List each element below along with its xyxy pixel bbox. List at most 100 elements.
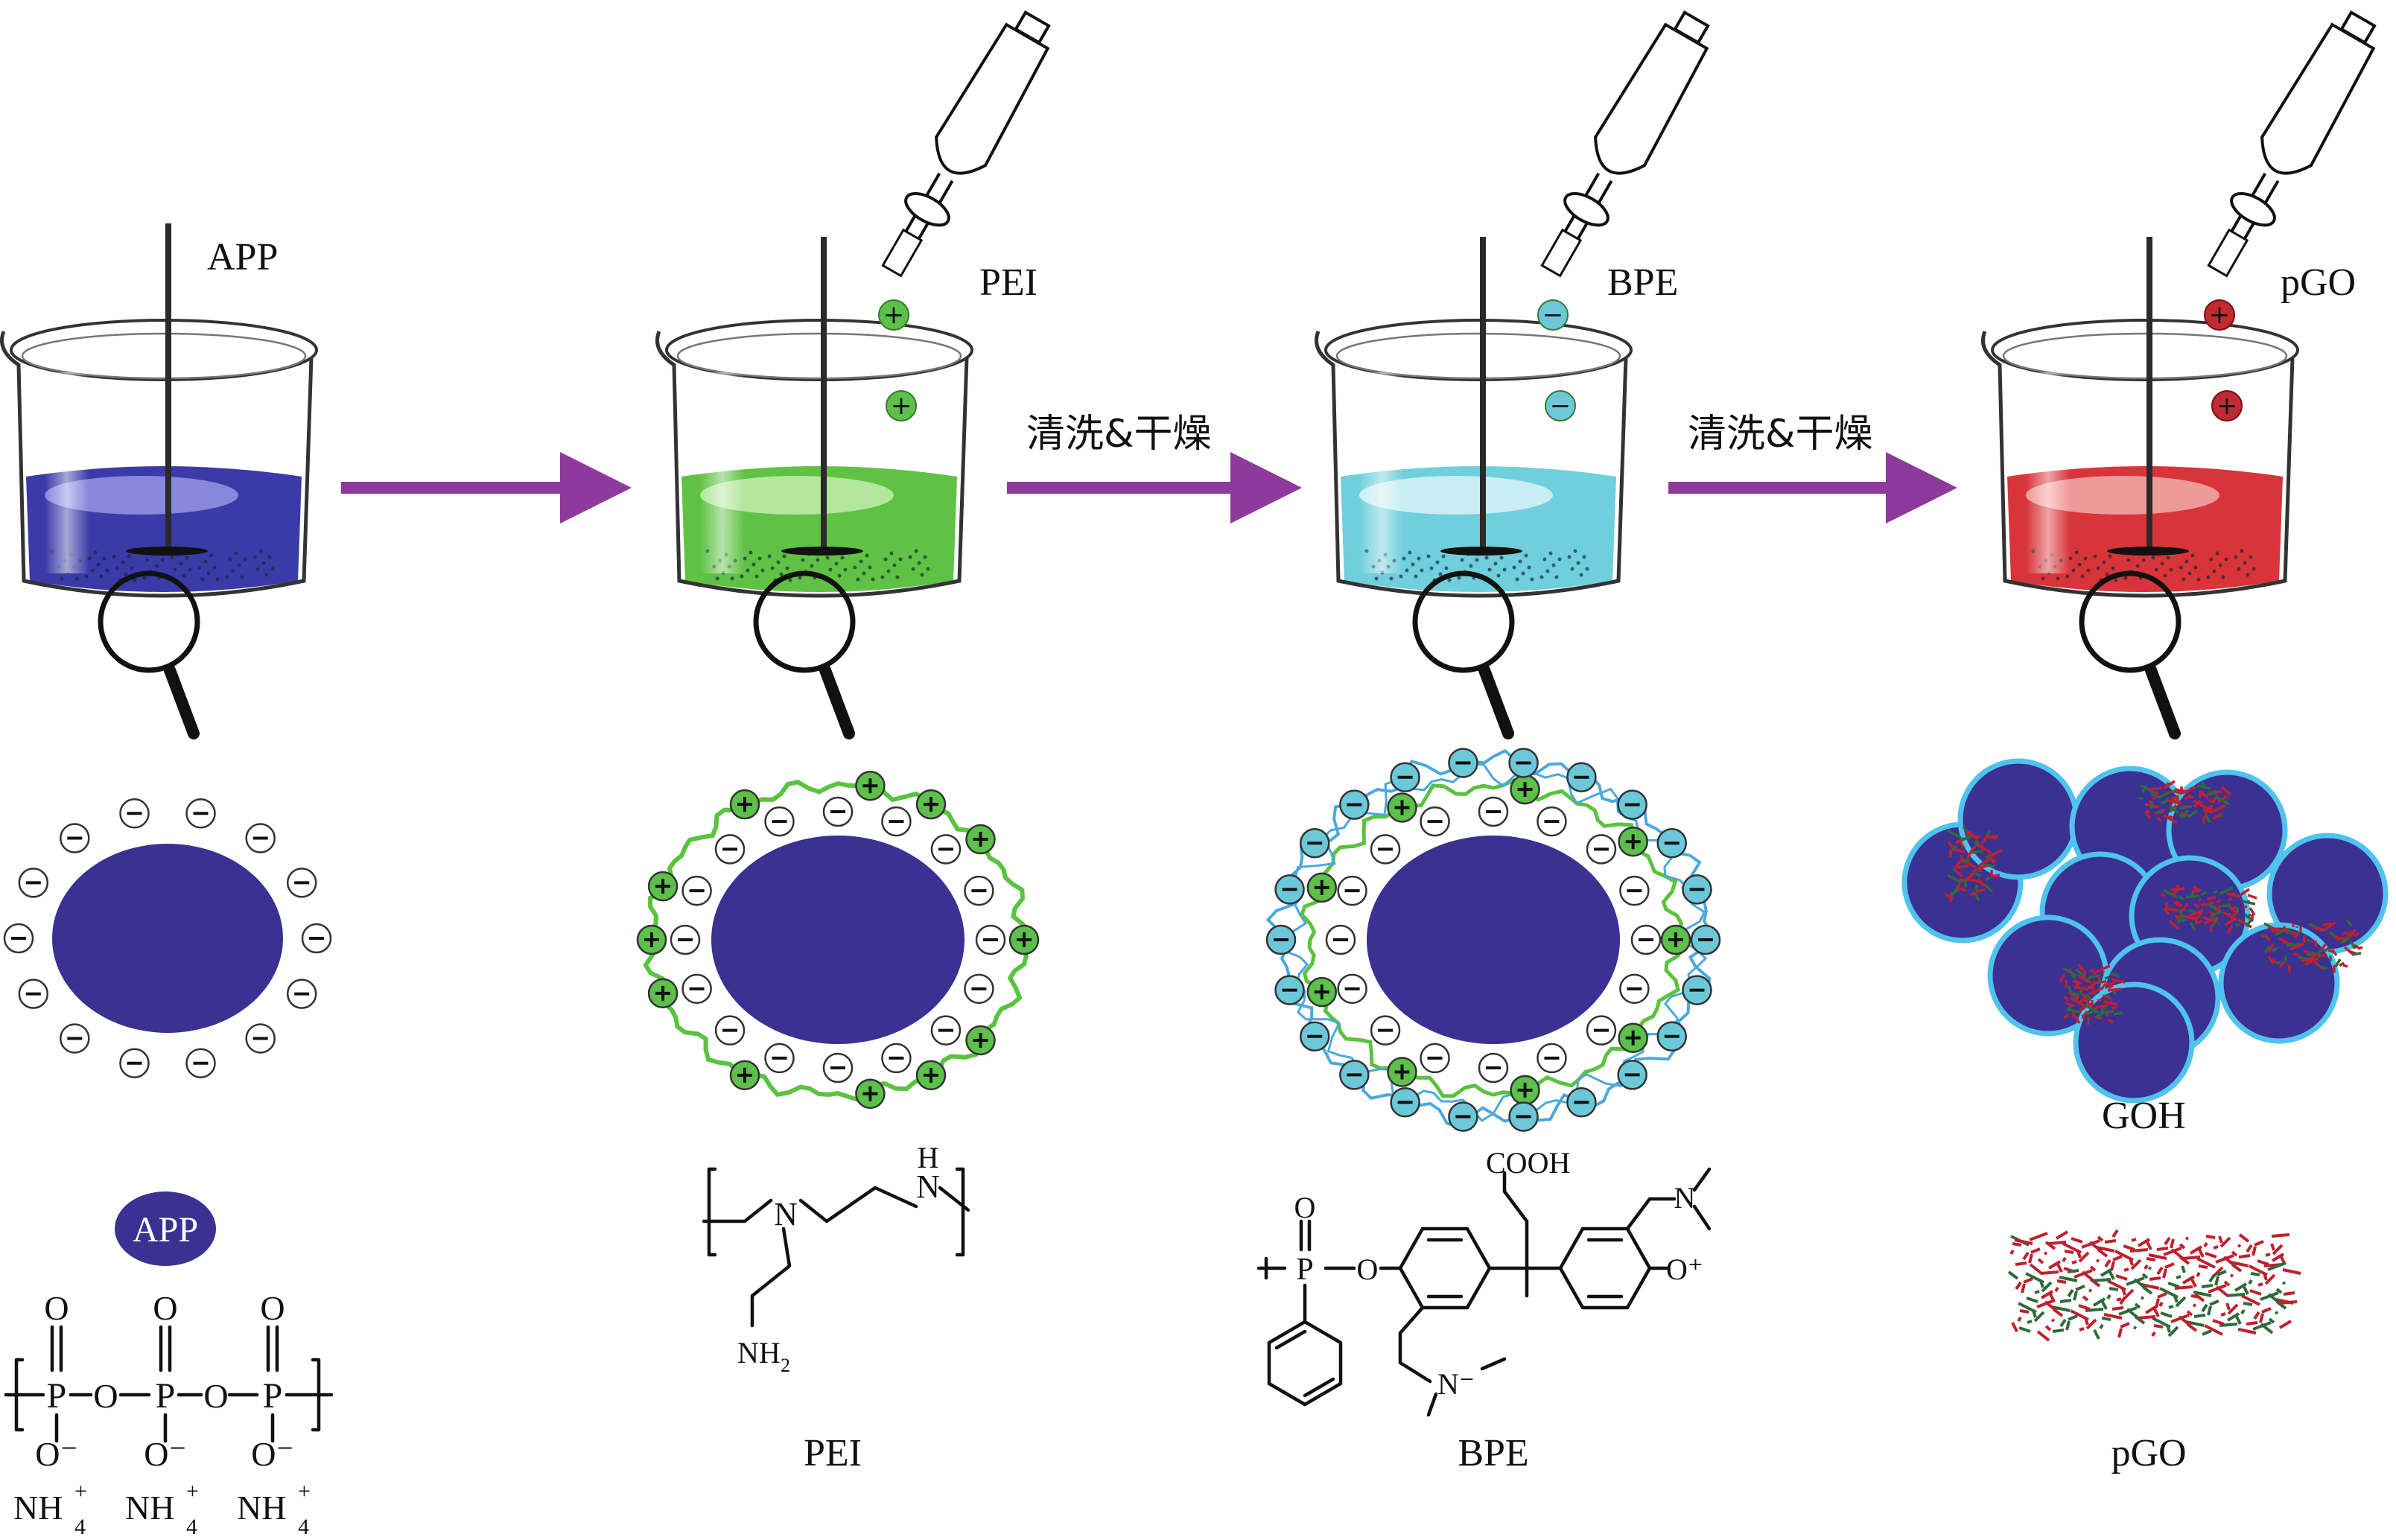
- pgo-fragment: [2059, 1299, 2072, 1303]
- sediment-dot: [173, 567, 177, 572]
- pgo-fragment: [2018, 1326, 2031, 1333]
- bpe-n: N: [1674, 1181, 1696, 1215]
- dropping-funnel-icon: [1540, 10, 1710, 278]
- app-o-minus-2: O⁻: [144, 1435, 187, 1473]
- sediment-dot: [188, 567, 192, 572]
- pgo-fragment: [2190, 1277, 2197, 1288]
- beaker-pei: ++: [655, 10, 1051, 739]
- pgo-fragment: [2205, 1252, 2217, 1259]
- funnel-tip: [1540, 228, 1583, 278]
- pgo-fragment: [2120, 1322, 2130, 1329]
- pgo-fragment: [2106, 1294, 2111, 1300]
- positive-charge-icon: [915, 789, 947, 820]
- beaker-rim-inner: [21, 332, 307, 380]
- negative-charge-icon: [822, 796, 854, 827]
- positive-charge-icon: [1387, 1057, 1417, 1087]
- bpe-n-minus: N⁻: [1437, 1367, 1475, 1401]
- sediment-dot: [715, 576, 719, 581]
- pgo-fragment: [2261, 1307, 2272, 1314]
- positive-charge-icon: [965, 824, 996, 855]
- pgo-fragment: [2047, 1241, 2067, 1245]
- negative-charge-icon: [1420, 806, 1450, 837]
- sediment-dot: [1576, 561, 1580, 565]
- sediment-dot: [1414, 574, 1418, 579]
- sediment-dot: [2096, 566, 2100, 570]
- sediment-dot: [234, 551, 238, 556]
- pgo-fragment: [2246, 1244, 2253, 1253]
- negative-charge-icon: [1370, 834, 1401, 865]
- pgo-fragment: [2012, 1242, 2022, 1247]
- sediment-dot: [74, 576, 79, 581]
- pgo-fragment: [2257, 1282, 2263, 1287]
- bpe-o-double: O: [1294, 1191, 1316, 1224]
- pgo-fragment: [2249, 1289, 2262, 1296]
- ion-sign: −: [1542, 300, 1564, 330]
- pgo-fragment: [2184, 1236, 2190, 1241]
- pgo-fragment: [2092, 1278, 2111, 1282]
- pgo-fragment: [2267, 1293, 2281, 1305]
- pgo-fragment: [2186, 1310, 2193, 1317]
- sediment-dot: [2240, 549, 2244, 553]
- pgo-fragment: [2178, 1315, 2192, 1327]
- liquid-highlight: [1359, 476, 1553, 515]
- pgo-fragment: [2193, 1291, 2212, 1297]
- negative-charge-icon: [1370, 1015, 1401, 1046]
- sediment-dot: [2151, 556, 2155, 560]
- ion-sign: +: [2217, 391, 2238, 421]
- beakers-row: ++−−++: [0, 10, 2377, 739]
- sediment-dot: [1570, 567, 1574, 571]
- app-nh4-2: NH + 4: [125, 1479, 199, 1539]
- sediment-dot: [1496, 573, 1501, 578]
- pgo-fragment: [2271, 1233, 2290, 1238]
- sediment-dot: [751, 562, 756, 567]
- pgo-fragment: [2259, 1313, 2264, 1323]
- pgo-fragment: [2159, 1287, 2179, 1299]
- sediment-dot: [1502, 567, 1507, 572]
- sediment-dot: [1512, 565, 1516, 570]
- negative-charge-icon: [881, 806, 912, 837]
- sediment-dot: [908, 555, 912, 559]
- pgo-fragment: [2209, 1299, 2219, 1306]
- stir-blade: [126, 547, 208, 556]
- sediment-dot: [1399, 574, 1403, 579]
- funnel-tip: [881, 228, 924, 278]
- negative-charge-icon: [1682, 975, 1712, 1005]
- goh-graphene: [2160, 885, 2257, 934]
- pgo-fragment: [2111, 1306, 2124, 1311]
- pgo-fragment: [2219, 1236, 2231, 1248]
- pgo-fragment: [2167, 1326, 2179, 1337]
- ion-drop: [1545, 390, 1576, 421]
- pgo-fragment: [2267, 1261, 2287, 1271]
- app-badge: APP: [115, 1191, 216, 1266]
- sediment-dot: [892, 563, 897, 567]
- pgo-fragment: [2034, 1290, 2040, 1294]
- sediment-dot: [2206, 575, 2211, 579]
- pgo-fragment: [2044, 1241, 2056, 1250]
- svg-text:4: 4: [74, 1515, 86, 1539]
- app-o-minus-3: O⁻: [251, 1435, 294, 1473]
- pgo-fragment: [2249, 1264, 2268, 1276]
- pgo-fragment: [2176, 1275, 2181, 1279]
- bpe-caption: BPE: [1458, 1432, 1528, 1474]
- sediment-dot: [243, 557, 247, 561]
- dropping-funnel-icon: [2207, 10, 2377, 278]
- positive-charge-icon: [636, 924, 667, 955]
- pgo-fragment: [2022, 1251, 2030, 1261]
- pgo-fragment: [2208, 1273, 2216, 1283]
- negative-charge-icon: [1617, 1060, 1647, 1090]
- pei-particle: [636, 770, 1040, 1110]
- positive-charge-icon: [729, 1060, 760, 1091]
- negative-charge-icon: [1299, 1021, 1330, 1052]
- negative-charge-icon: [1619, 875, 1650, 906]
- pgo-fragment: [2007, 1270, 2019, 1280]
- pgo-fragment: [2062, 1256, 2067, 1263]
- negative-charge-icon: [245, 1023, 276, 1054]
- sediment-dot: [1557, 557, 1562, 561]
- sediment-dot: [115, 566, 119, 570]
- negative-charge-icon: [18, 868, 49, 898]
- beaker-bpe: −−: [1315, 10, 1710, 739]
- pgo-fragment: [2123, 1267, 2129, 1272]
- pgo-fragment: [2070, 1309, 2089, 1321]
- sediment-dot: [840, 556, 845, 560]
- pgo-fragment: [2219, 1323, 2238, 1327]
